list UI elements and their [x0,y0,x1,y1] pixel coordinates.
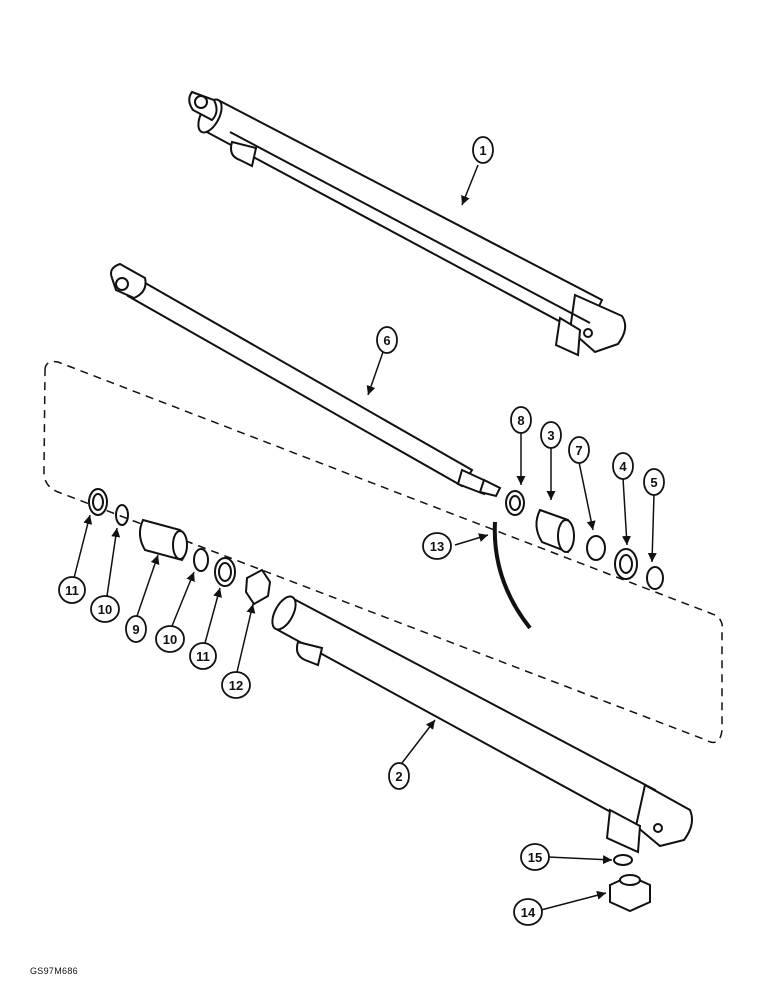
callout-2: 2 [388,762,410,790]
svg-text:1: 1 [479,143,486,158]
o-ring-5 [646,566,664,590]
wear-strip-13 [492,521,532,630]
svg-text:12: 12 [229,678,243,693]
callout-7: 7 [568,436,590,464]
callout-4: 4 [612,452,634,480]
callout-3: 3 [540,421,562,449]
o-ring-10b [193,548,209,572]
callout-15: 15 [520,843,550,871]
callout-8: 8 [510,406,532,434]
callouts: 1 6 8 3 7 4 5 13 11 10 9 10 11 12 2 15 1… [58,136,665,926]
svg-text:14: 14 [521,905,536,920]
svg-text:6: 6 [383,333,390,348]
callout-10a: 10 [90,595,120,623]
svg-text:3: 3 [547,428,554,443]
cylinder-barrel-2 [271,595,693,854]
svg-text:10: 10 [163,632,177,647]
svg-text:7: 7 [575,443,582,458]
callout-6: 6 [376,326,398,354]
callout-5: 5 [643,468,665,496]
ring-8 [505,490,525,516]
svg-text:11: 11 [65,583,79,598]
svg-text:11: 11 [196,649,210,664]
rod-wiper-11a [88,488,108,516]
o-ring-10a [115,504,129,526]
leader-lines [73,164,657,911]
ring-7 [586,535,606,561]
seal-4 [614,548,638,580]
cylinder-barrel-1 [188,90,627,357]
callout-11a: 11 [58,576,86,604]
svg-text:13: 13 [430,539,444,554]
svg-text:9: 9 [132,622,139,637]
callout-1: 1 [472,136,494,164]
svg-text:5: 5 [650,475,657,490]
drawing-reference-code: GS97M686 [30,966,78,976]
piston-rod-6 [110,262,502,498]
svg-text:4: 4 [619,459,627,474]
svg-text:2: 2 [395,769,402,784]
svg-text:15: 15 [528,850,542,865]
nut-12 [244,568,272,606]
callout-12: 12 [221,671,251,699]
svg-text:10: 10 [98,602,112,617]
callout-13: 13 [422,532,452,560]
o-ring-15 [613,854,633,866]
seal-parts [88,488,664,913]
callout-11b: 11 [189,642,217,670]
svg-text:8: 8 [517,413,524,428]
callout-14: 14 [513,898,543,926]
callout-10b: 10 [155,625,185,653]
callout-9: 9 [125,615,147,643]
